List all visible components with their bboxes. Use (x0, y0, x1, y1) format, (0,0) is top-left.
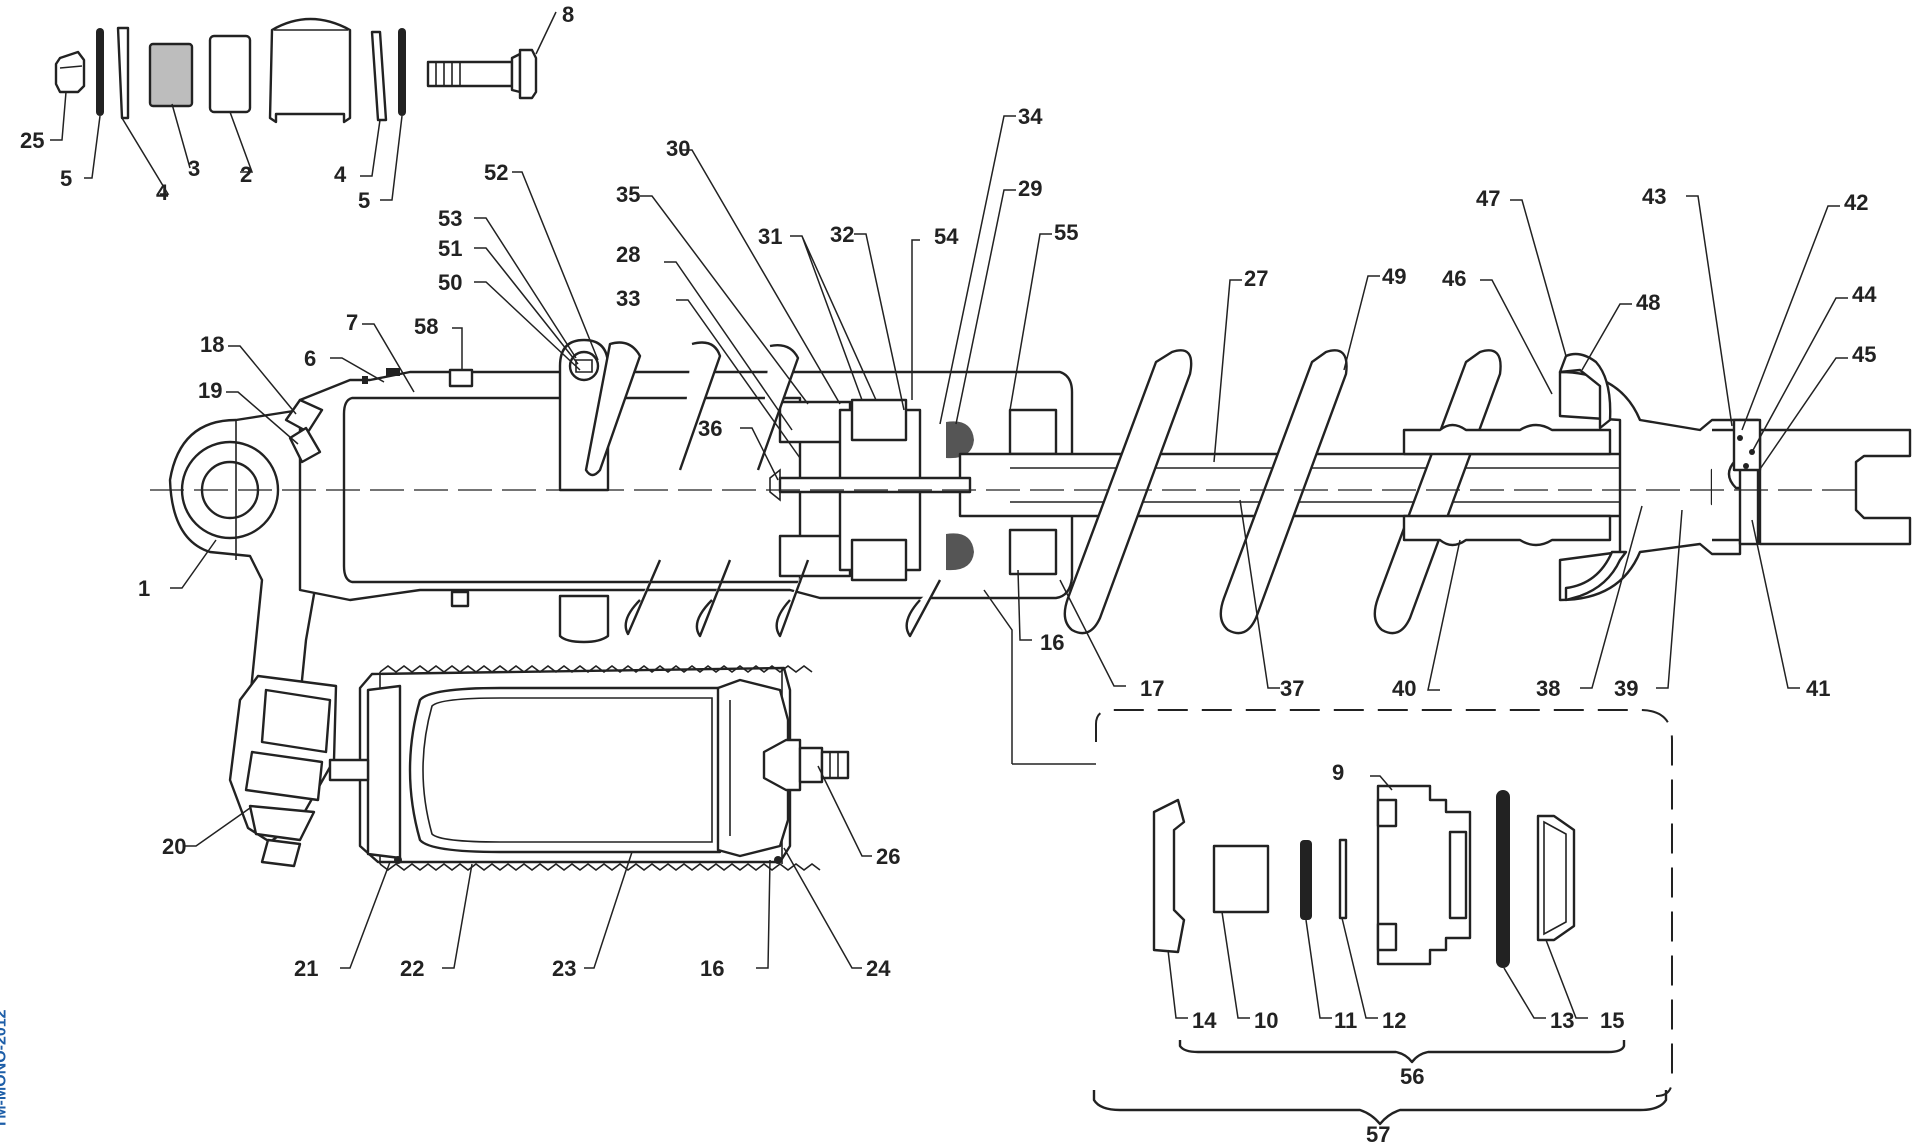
callout-51: 51 (438, 236, 462, 261)
clevis-41 (1558, 352, 1912, 602)
callout-19: 19 (198, 378, 222, 403)
callout-38: 38 (1536, 676, 1560, 701)
leader-lines (50, 11, 1848, 1019)
callout-29: 29 (1018, 176, 1042, 201)
bushing-3 (148, 42, 194, 108)
callout-57: 57 (1366, 1122, 1390, 1147)
drawing-code-text: TM-MONO-2012 (0, 1009, 10, 1129)
bleed-screw-58 (448, 368, 474, 388)
callout-45: 45 (1852, 342, 1876, 367)
callout-55: 55 (1054, 220, 1078, 245)
end-cap-24 (716, 678, 790, 858)
shaft-27 (958, 452, 1714, 518)
callout-56: 56 (1400, 1064, 1424, 1089)
callout-12: 12 (1382, 1008, 1406, 1033)
o-ring-5-right (398, 28, 406, 116)
callout-2: 2 (240, 162, 252, 187)
callout-26: 26 (876, 844, 900, 869)
clamp-screw-head (568, 350, 600, 382)
callout-39: 39 (1614, 676, 1638, 701)
callout-52: 52 (484, 160, 508, 185)
callout-25: 25 (20, 128, 44, 153)
valve-19 (288, 426, 322, 464)
callout-5b: 5 (358, 188, 370, 213)
callout-35: 35 (616, 182, 640, 207)
callout-5a: 5 (60, 166, 72, 191)
valve-18 (284, 398, 324, 434)
bearing-housing (268, 17, 352, 124)
callout-42: 42 (1844, 190, 1868, 215)
nut-25 (54, 50, 86, 94)
seal-14 (1152, 798, 1186, 954)
seal-55-bottom (946, 533, 974, 571)
callout-31: 31 (758, 224, 782, 249)
piston-head-9 (1376, 784, 1472, 966)
callout-50: 50 (438, 270, 462, 295)
washer-4-left (116, 26, 130, 120)
callout-9: 9 (1332, 760, 1344, 785)
callout-17: 17 (1140, 676, 1164, 701)
callout-6: 6 (304, 346, 316, 371)
callout-49: 49 (1382, 264, 1406, 289)
callout-48: 48 (1636, 290, 1660, 315)
valve-26-base (762, 738, 802, 792)
callout-47: 47 (1476, 186, 1500, 211)
callout-37: 37 (1280, 676, 1304, 701)
callout-53: 53 (438, 206, 462, 231)
clevis-fork (1758, 428, 1912, 546)
callout-28: 28 (616, 242, 640, 267)
callout-4b: 4 (334, 162, 347, 187)
callout-16a: 16 (1040, 630, 1064, 655)
callout-44: 44 (1852, 282, 1877, 307)
callout-14: 14 (1192, 1008, 1217, 1033)
top-hardware-group (54, 17, 538, 124)
kit-57-group (1092, 709, 1673, 1126)
o-ring-13 (1496, 790, 1510, 968)
callout-21: 21 (294, 956, 318, 981)
callout-40: 40 (1392, 676, 1416, 701)
callout-8: 8 (562, 2, 574, 27)
callout-7: 7 (346, 310, 358, 335)
reservoir-group (228, 665, 850, 871)
drawing-code-label: TM-MONO-2012 (0, 1000, 22, 1140)
callout-10: 10 (1254, 1008, 1278, 1033)
callout-labels: 25 5 4 3 2 4 5 8 1 18 19 6 7 58 52 53 51… (20, 2, 1877, 1147)
callout-23: 23 (552, 956, 576, 981)
callout-24: 24 (866, 956, 891, 981)
callout-1: 1 (138, 576, 150, 601)
bushing-10 (1212, 844, 1270, 914)
callout-58: 58 (414, 314, 438, 339)
wiper-15 (1536, 814, 1576, 942)
callout-4a: 4 (156, 180, 169, 205)
washer-4-right (370, 30, 388, 122)
callout-34: 34 (1018, 104, 1043, 129)
bolt-8 (426, 48, 538, 100)
callout-18: 18 (200, 332, 224, 357)
callout-11: 11 (1334, 1008, 1357, 1033)
callout-30: 30 (666, 136, 690, 161)
callout-46: 46 (1442, 266, 1466, 291)
spacer-2 (208, 34, 252, 114)
callout-22: 22 (400, 956, 424, 981)
callout-43: 43 (1642, 184, 1666, 209)
bump-stop-40 (1402, 423, 1612, 547)
seal-55-top (946, 421, 974, 459)
callout-13: 13 (1550, 1008, 1574, 1033)
callout-54: 54 (934, 224, 959, 249)
callout-15: 15 (1600, 1008, 1624, 1033)
ring-12 (1338, 838, 1348, 920)
callout-20: 20 (162, 834, 186, 859)
o-ring-5-left (96, 28, 104, 116)
bladder-23 (408, 686, 722, 854)
callout-41: 41 (1806, 676, 1830, 701)
callout-27: 27 (1244, 266, 1268, 291)
ring-11 (1300, 840, 1312, 920)
callout-32: 32 (830, 222, 854, 247)
callout-16b: 16 (700, 956, 724, 981)
callout-36: 36 (698, 416, 722, 441)
callout-33: 33 (616, 286, 640, 311)
callout-3: 3 (188, 156, 200, 181)
